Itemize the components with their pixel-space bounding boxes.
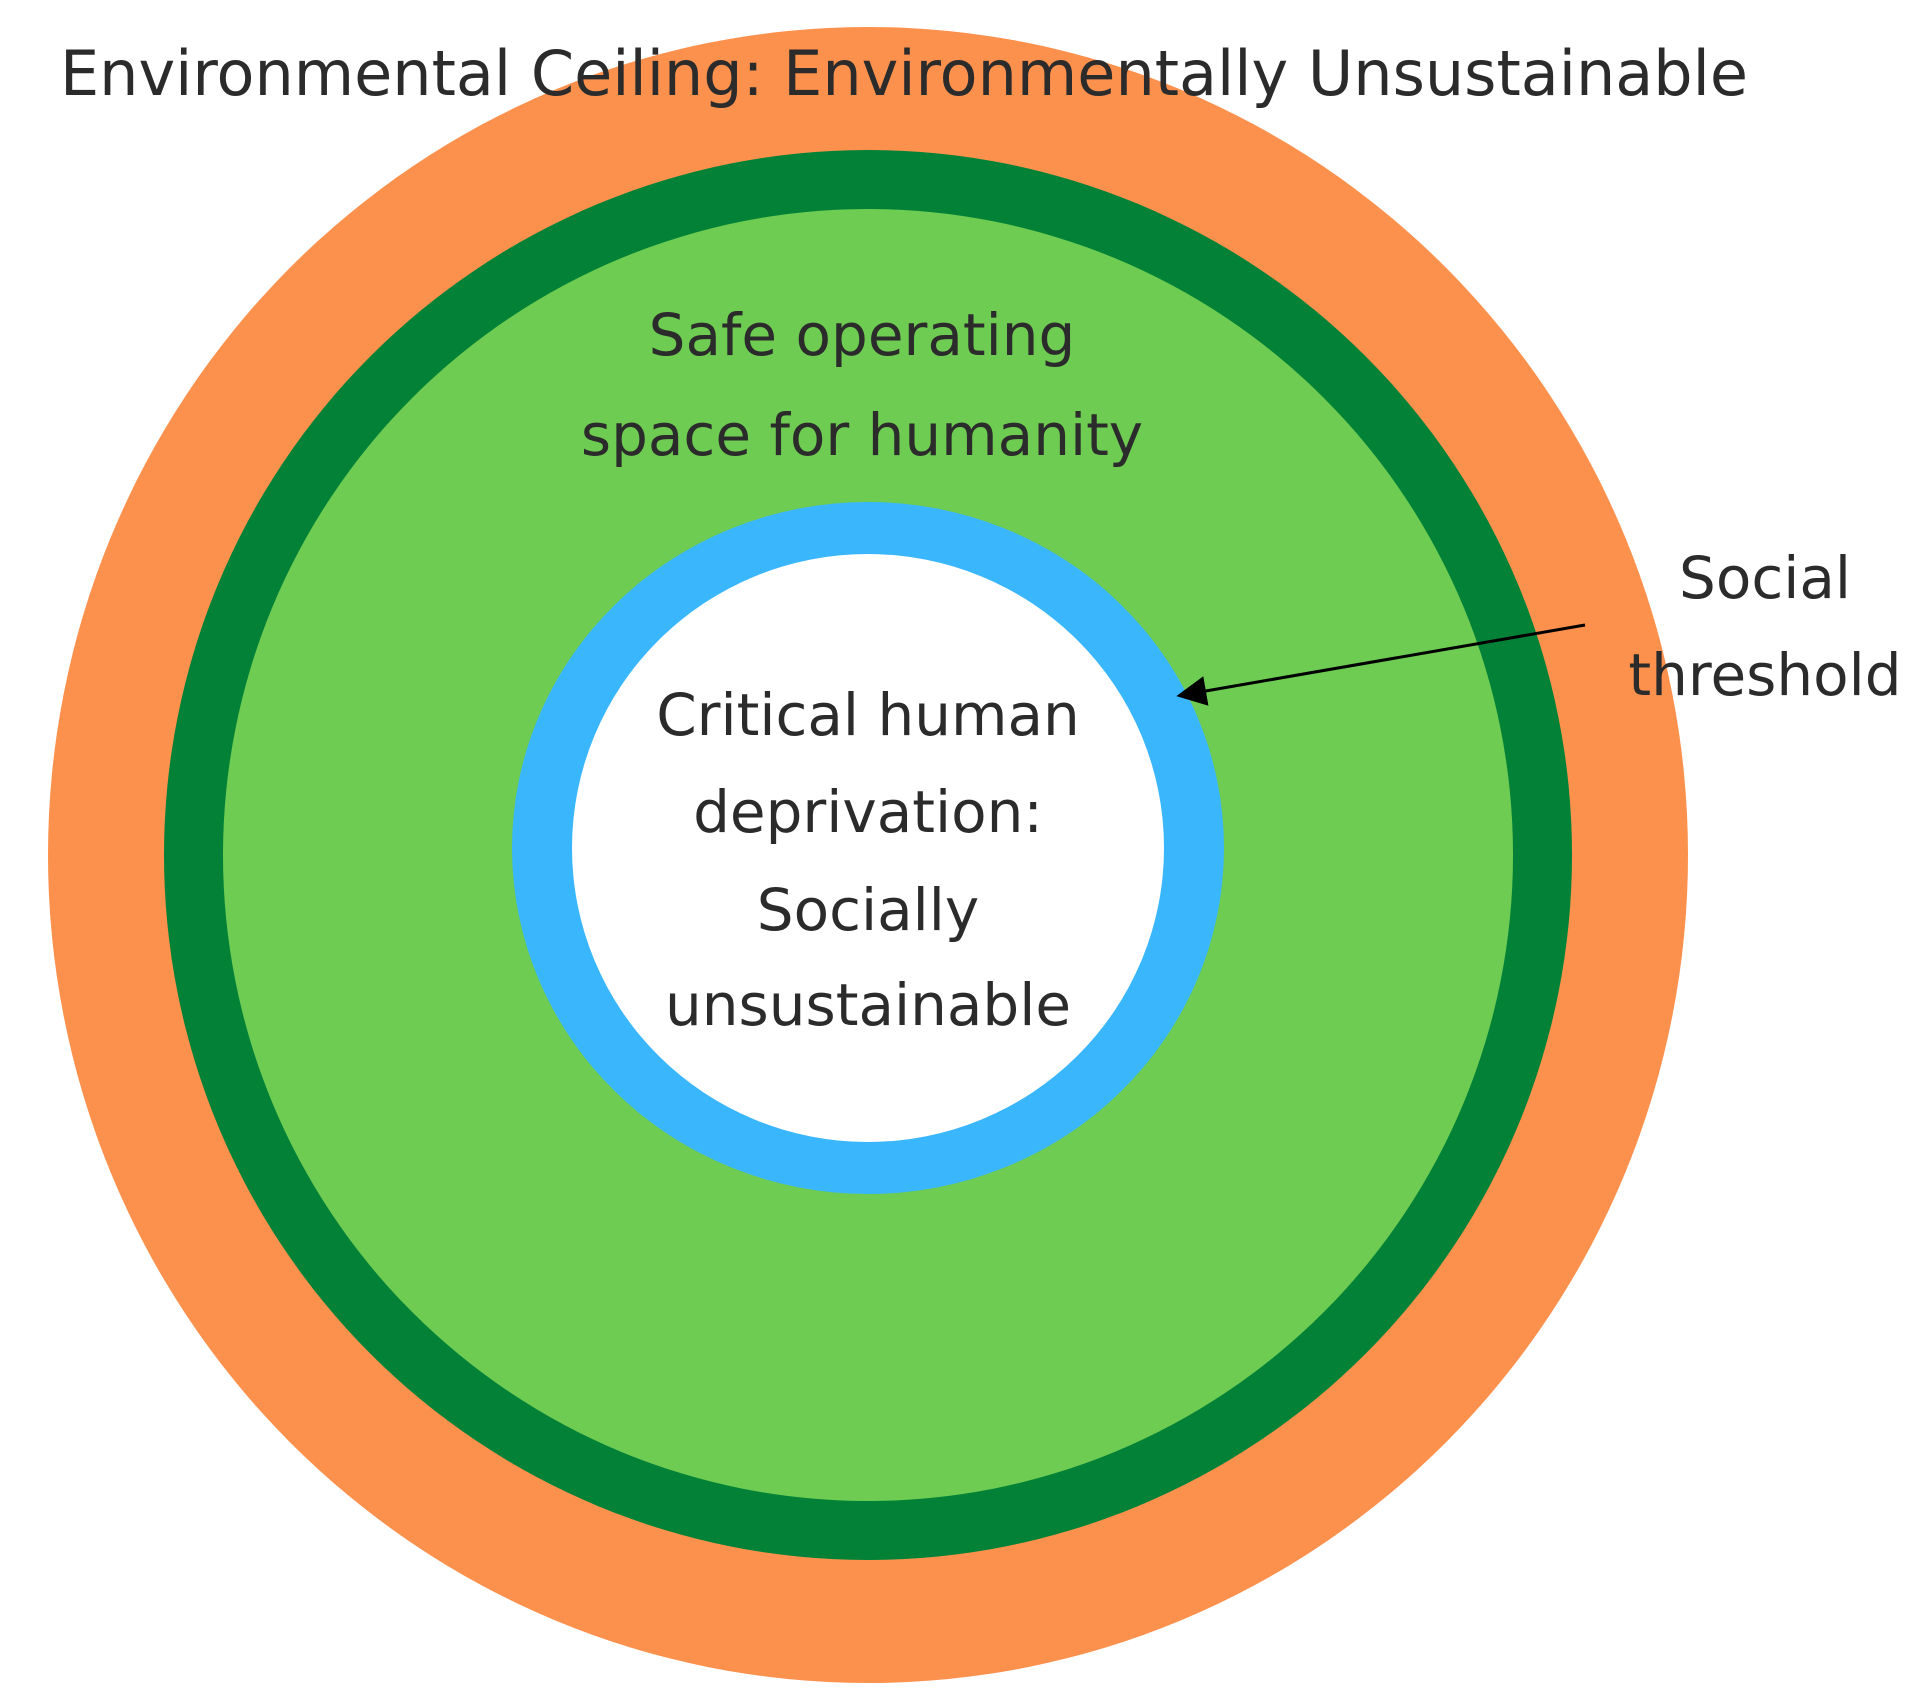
safe-space-label-line1: Safe operating xyxy=(649,301,1076,369)
environmental-ceiling-label: Environmental Ceiling: Environmentally U… xyxy=(60,37,1748,110)
social-threshold-label-line2: threshold xyxy=(1628,641,1901,709)
social-threshold-arrow xyxy=(1176,623,1586,706)
social-threshold-label-line1: Social xyxy=(1679,544,1851,612)
deprivation-label-line2: deprivation: xyxy=(693,778,1043,846)
deprivation-label-line4: unsustainable xyxy=(665,971,1071,1039)
critical-deprivation-core xyxy=(572,554,1164,1142)
safe-space-label-line2: space for humanity xyxy=(581,401,1143,469)
deprivation-label-line1: Critical human xyxy=(656,681,1080,749)
deprivation-label-line3: Socially xyxy=(757,876,979,944)
